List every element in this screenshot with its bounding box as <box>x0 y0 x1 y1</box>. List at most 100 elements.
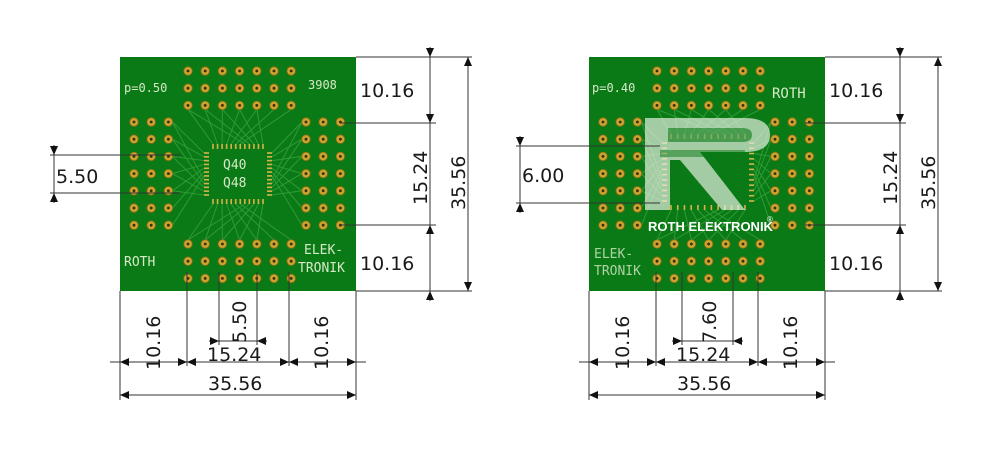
pad-hole <box>741 69 745 73</box>
pad-hole <box>758 242 762 246</box>
pad-hole <box>272 104 276 107</box>
pad-hole <box>339 206 342 210</box>
pad-hole <box>707 86 710 90</box>
left-dim-bottom-inner: 5.50 <box>229 301 251 343</box>
pad-hole <box>690 242 693 246</box>
left-dim-bottom-total: 35.56 <box>208 373 262 395</box>
left-pcb <box>120 57 356 291</box>
pad-hole <box>741 259 745 263</box>
pad-hole <box>672 86 676 90</box>
pad-hole <box>758 259 762 263</box>
smd-pad <box>204 190 209 192</box>
pad-hole <box>221 277 224 280</box>
smd-pad <box>239 199 242 204</box>
left-dim-right-total: 35.56 <box>448 156 470 210</box>
pad-hole <box>808 206 811 210</box>
smd-pad <box>267 171 272 173</box>
pad-hole <box>601 137 605 141</box>
pad-hole <box>321 172 325 176</box>
pad-hole <box>289 277 293 280</box>
smd-pad <box>267 163 272 166</box>
pad-hole <box>808 137 811 141</box>
trace <box>725 209 746 241</box>
pad-hole <box>636 206 639 210</box>
pad-hole <box>167 172 170 176</box>
trace <box>187 203 214 241</box>
smd-pad <box>744 205 746 210</box>
pad-hole <box>672 277 676 280</box>
pad-hole <box>808 189 811 193</box>
pad-hole <box>636 120 639 124</box>
trace <box>271 171 303 209</box>
pad-hole <box>149 120 153 124</box>
pad-hole <box>304 155 308 158</box>
smd-pad <box>267 194 272 196</box>
pad-hole <box>132 155 136 158</box>
pad-hole <box>304 223 308 227</box>
pad-hole <box>758 277 762 280</box>
smd-pad <box>221 144 223 149</box>
pad-hole <box>304 206 308 210</box>
pad-hole <box>773 189 777 193</box>
pad-hole <box>618 155 622 158</box>
trace <box>656 209 719 241</box>
left-dim-bottom-right: 10.16 <box>311 316 333 370</box>
right-dim-bottom-inner: 7.60 <box>699 301 721 343</box>
smd-pad <box>267 178 272 181</box>
trace <box>691 209 732 241</box>
pad-hole <box>601 172 605 176</box>
pad-hole <box>636 155 639 158</box>
pad-hole <box>618 223 622 227</box>
smd-pad <box>267 156 272 158</box>
smd-pad <box>253 199 255 204</box>
smd-pad <box>749 158 754 160</box>
pad-hole <box>272 242 276 246</box>
pad-hole <box>186 242 190 246</box>
pad-hole <box>724 242 728 246</box>
pad-hole <box>707 104 710 107</box>
pad-hole <box>255 86 259 90</box>
pad-hole <box>707 242 710 246</box>
pad-hole <box>690 86 693 90</box>
pad-hole <box>741 242 745 246</box>
smd-pad <box>230 144 232 149</box>
right-dim-bottom-mid: 15.24 <box>676 344 730 366</box>
smd-pad <box>710 205 713 210</box>
pad-hole <box>741 104 745 107</box>
trace <box>172 156 205 188</box>
pad-hole <box>672 259 676 263</box>
pad-hole <box>221 69 224 73</box>
trace <box>226 203 241 241</box>
left-traces <box>171 108 303 241</box>
pad-hole <box>773 120 777 124</box>
trace <box>753 169 772 209</box>
left-center-label-1: Q40 <box>223 158 246 173</box>
trace <box>172 167 205 192</box>
pad-hole <box>186 259 190 263</box>
pad-hole <box>758 86 762 90</box>
smd-pad <box>212 199 214 204</box>
pad-hole <box>724 86 728 90</box>
pad-hole <box>221 259 224 263</box>
pad-hole <box>724 277 728 280</box>
smd-pad <box>204 156 209 158</box>
smd-pad <box>225 144 228 149</box>
pad-hole <box>149 137 153 141</box>
trace <box>204 203 219 241</box>
smd-pad <box>204 171 209 173</box>
pad-hole <box>339 137 342 141</box>
pad-hole <box>238 242 242 246</box>
pad-hole <box>167 120 170 124</box>
smd-pad <box>749 184 754 186</box>
pad-hole <box>339 189 342 193</box>
trace <box>753 190 772 202</box>
pad-hole <box>601 189 605 193</box>
smd-pad <box>749 163 754 165</box>
left-pads <box>129 66 346 284</box>
smd-pad <box>257 144 260 149</box>
pad-hole <box>167 155 170 158</box>
smd-pad <box>234 199 237 204</box>
pad-hole <box>618 206 622 210</box>
trace <box>172 121 205 154</box>
pad-hole <box>238 104 242 107</box>
